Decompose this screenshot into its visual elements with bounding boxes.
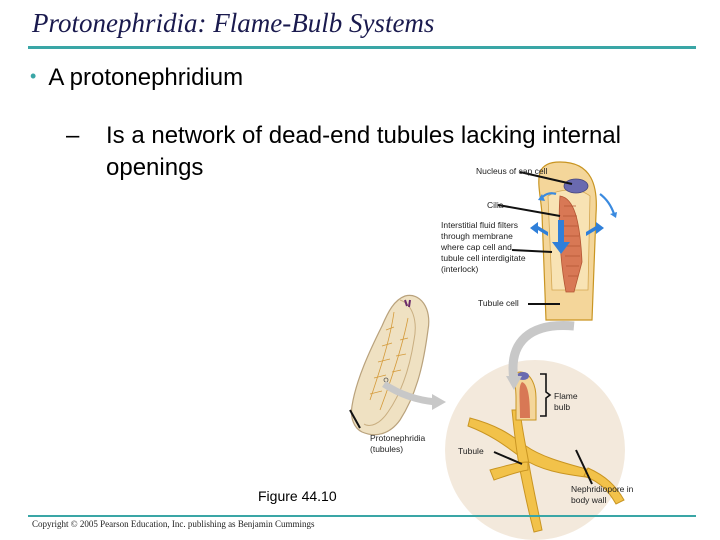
label-tubule: Tubule [458, 446, 484, 456]
label-leader-lines [349, 171, 593, 485]
bullet-1-text: A protonephridium [48, 64, 244, 91]
bullet-level-2: – Is a network of dead-end tubules lacki… [66, 120, 626, 184]
bullet-dash-icon: – [66, 122, 80, 149]
large-flame-bulb [538, 161, 597, 321]
label-nucleus-of-cap-cell: Nucleus of cap cell [476, 166, 548, 176]
tubule-network [467, 409, 625, 533]
zoom-arrow-lower [382, 381, 437, 406]
flatworm-illustration [350, 294, 430, 436]
bullet-level-1: • A protonephridium [30, 64, 243, 92]
label-tubule-cell: Tubule cell [478, 298, 519, 308]
copyright-notice: Copyright © 2005 Pearson Education, Inc.… [32, 519, 315, 529]
footer-divider [28, 515, 696, 517]
magnified-inset [445, 360, 625, 540]
slide-title: Protonephridia: Flame-Bulb Systems [32, 8, 435, 38]
title-divider [28, 46, 696, 49]
label-interstitial-fluid: Interstitial fluid filters through membr… [441, 220, 526, 274]
bullet-dot-icon: • [30, 66, 37, 86]
fluid-flow-arrows [530, 220, 604, 254]
zoom-arrow-upper [508, 321, 575, 381]
label-flame-bulb: Flame bulb [554, 391, 578, 412]
flame-bulb-bracket [540, 373, 552, 417]
figure-caption: Figure 44.10 [258, 488, 337, 504]
bullet-2-text: Is a network of dead-end tubules lacking… [106, 122, 621, 181]
label-cilia: Cilia [487, 200, 504, 210]
label-protonephridia: Protonephridia (tubules) [370, 433, 426, 454]
label-nephridiopore: Nephridiopore in body wall [571, 484, 634, 505]
